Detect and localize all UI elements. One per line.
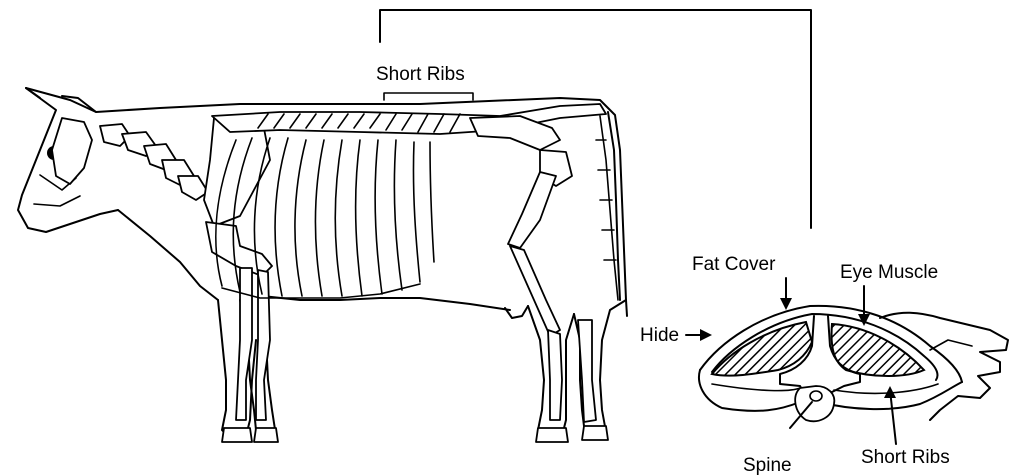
short-ribs-bottom-label: Short Ribs (861, 447, 950, 468)
cow-skeleton (52, 104, 618, 442)
short-ribs-bracket (384, 93, 473, 100)
hide-arrow (700, 329, 712, 341)
cross-section-diagram (699, 306, 1008, 444)
hide-label: Hide (640, 325, 679, 346)
spine-label: Spine (743, 455, 792, 476)
fat-cover-label: Fat Cover (692, 254, 776, 275)
fat-cover-arrow (780, 298, 792, 310)
eye-muscle-label: Eye Muscle (840, 262, 938, 283)
short-ribs-top-label: Short Ribs (376, 64, 465, 85)
